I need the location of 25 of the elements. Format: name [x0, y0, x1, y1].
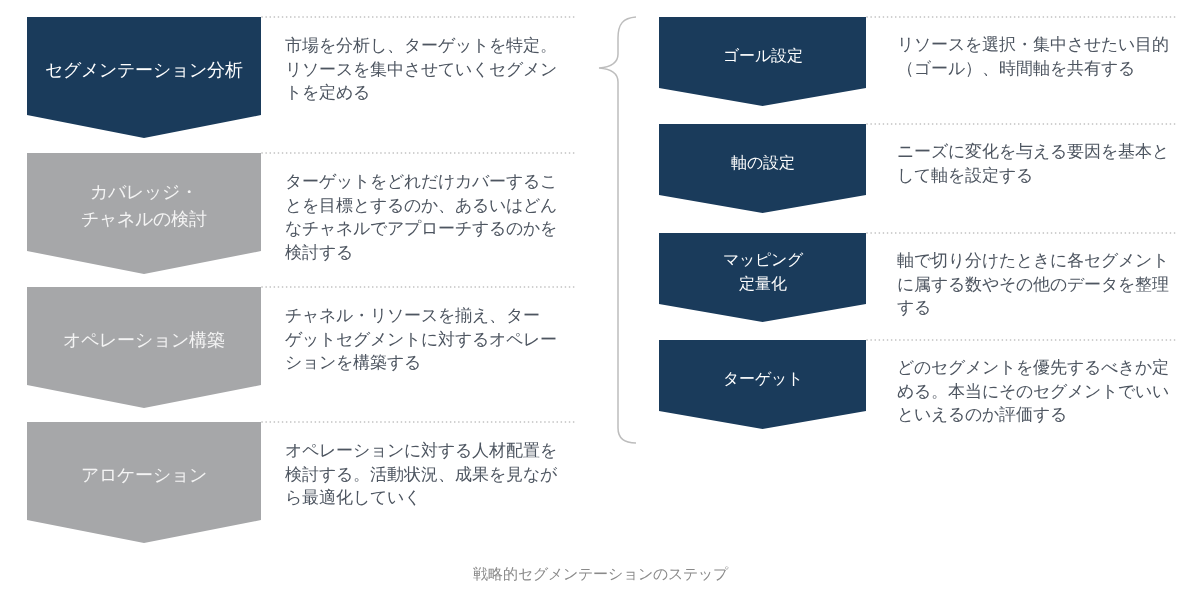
- step-title: 軸の設定: [730, 151, 795, 174]
- step-title: アロケーション: [81, 462, 207, 487]
- chevron-step: [27, 422, 261, 543]
- chevron-step: [659, 124, 866, 213]
- step-description: リソースを選択・集中させたい目的（ゴール）、時間軸を共有する: [897, 34, 1169, 80]
- chevron-step: [27, 153, 261, 274]
- step-title: ゴール設定: [722, 44, 803, 67]
- chevron-step: [27, 287, 261, 408]
- step-description: 軸で切り分けたときに各セグメントに属する数やその他のデータを整理する: [897, 250, 1169, 319]
- step-description: 市場を分析し、ターゲットを特定。リソースを集中させていくセグメントを定める: [285, 35, 557, 104]
- chevron-step: [659, 340, 866, 429]
- step-description: ニーズに変化を与える要因を基本として軸を設定する: [897, 141, 1169, 187]
- chevron-step: [659, 17, 866, 106]
- step-title: ターゲット: [722, 367, 803, 390]
- step-title: マッピング定量化: [721, 248, 804, 295]
- chevron-step: [659, 233, 866, 322]
- step-description: どのセグメントを優先するべきか定める。本当にそのセグメントでいいといえるのか評価する: [897, 357, 1169, 426]
- step-title: カバレッジ・チャネルの検討: [80, 180, 208, 231]
- step-title: オペレーション構築: [63, 327, 225, 352]
- step-description: チャネル・リソースを揃え、ターゲットセグメントに対するオペレーションを構築する: [285, 305, 557, 374]
- step-description: オペレーションに対する人材配置を検討する。活動状況、成果を見ながら最適化していく: [285, 440, 557, 509]
- step-title: セグメンテーション分析: [45, 57, 243, 82]
- chevron-step: [27, 17, 261, 138]
- figure-caption: 戦略的セグメンテーションのステップ: [472, 566, 728, 582]
- step-description: ターゲットをどれだけカバーすることを目標とするのか、あるいはどんなチャネルでアプローチするのかを検討する: [285, 171, 557, 264]
